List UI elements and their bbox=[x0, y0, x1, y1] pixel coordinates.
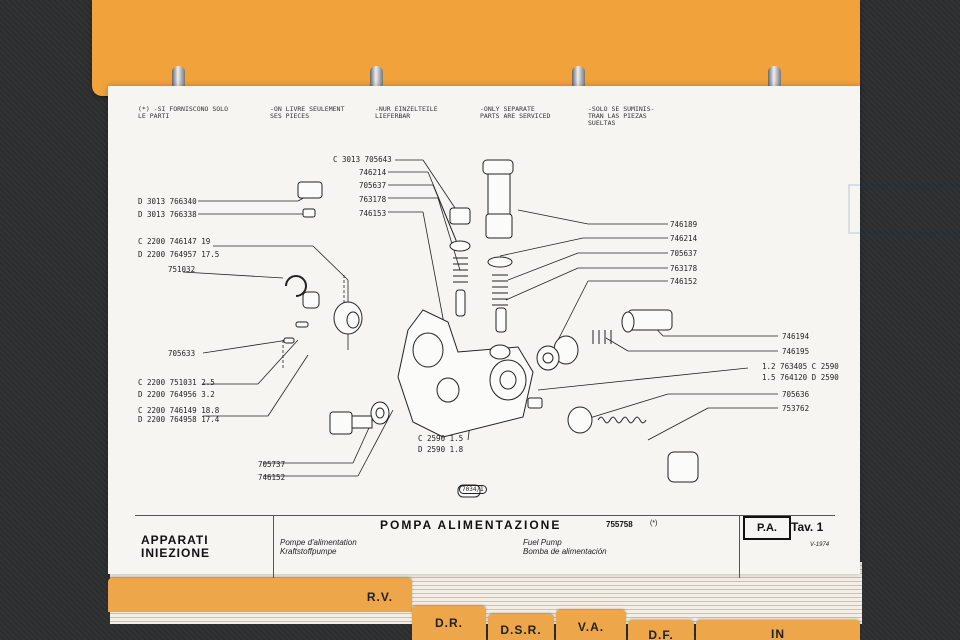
part-label: 746189 bbox=[670, 220, 698, 229]
section-name-line2: INIEZIONE bbox=[141, 546, 211, 560]
title-french: Pompe d'alimentation bbox=[280, 538, 357, 547]
binder-cover bbox=[92, 0, 860, 96]
part-title: POMPA ALIMENTAZIONE bbox=[380, 518, 562, 532]
section-code-box: P.A. bbox=[743, 516, 791, 540]
part-label: C 2200 746147 19 bbox=[138, 237, 211, 246]
exploded-parts-diagram bbox=[182, 159, 778, 498]
part-label: 1.5 764120 D 2590 bbox=[762, 373, 839, 382]
part-label: 705636 bbox=[782, 390, 810, 399]
part-label: 746195 bbox=[782, 347, 810, 356]
part-label: 746153 bbox=[359, 209, 387, 218]
section-name-line1: APPARATI bbox=[141, 533, 209, 547]
part-label: 1.2 763405 C 2590 bbox=[762, 362, 839, 371]
part-label: 746152 bbox=[258, 473, 286, 482]
section-box: APPARATI INIEZIONE bbox=[135, 516, 274, 578]
title-divider bbox=[739, 516, 740, 578]
header-note-en: -ONLY SEPARATE PARTS ARE SERVICED bbox=[480, 105, 551, 120]
part-label: 746214 bbox=[359, 168, 387, 177]
header-note-fr: -ON LIVRE SEULEMENT SES PIECES bbox=[270, 105, 345, 120]
title-block: APPARATI INIEZIONE POMPA ALIMENTAZIONE 7… bbox=[135, 515, 835, 578]
drawing-number: 7034/1 bbox=[459, 485, 487, 494]
part-note-mark: (*) bbox=[650, 520, 658, 527]
part-label: D 2200 764958 17.4 bbox=[138, 415, 220, 424]
show-through-box bbox=[848, 184, 960, 234]
part-label: 705637 bbox=[359, 181, 387, 190]
index-tab-va[interactable]: V.A. bbox=[556, 610, 626, 640]
index-tab-rv[interactable]: R.V. bbox=[108, 578, 412, 612]
part-label: 746152 bbox=[670, 277, 698, 286]
part-label: C 2590 1.5 bbox=[418, 434, 464, 443]
part-code: 755758 bbox=[606, 520, 633, 529]
part-label: 763178 bbox=[670, 264, 698, 273]
part-label: D 2590 1.8 bbox=[418, 445, 464, 454]
part-label: 753762 bbox=[782, 404, 810, 413]
part-label: 763178 bbox=[359, 195, 387, 204]
index-tab-dr[interactable]: D.R. bbox=[412, 606, 486, 640]
part-label: 746194 bbox=[782, 332, 810, 341]
part-label: C 2200 746149 18.8 bbox=[138, 406, 220, 415]
title-spanish: Bomba de alimentación bbox=[523, 547, 607, 556]
part-label: D 2200 764957 17.5 bbox=[138, 250, 220, 259]
binder-ring bbox=[572, 66, 585, 92]
binder-ring bbox=[370, 66, 383, 92]
part-label: C 3013 705643 bbox=[333, 155, 392, 164]
binder-ring bbox=[172, 66, 185, 92]
part-label: D 3013 766340 bbox=[138, 197, 197, 206]
index-tab-dsr[interactable]: D.S.R. bbox=[488, 614, 554, 640]
index-tab-df[interactable]: D.F. bbox=[628, 620, 694, 640]
header-note-es: -SOLO SE SUMINIS- TRAN LAS PIEZAS SUELTA… bbox=[588, 105, 655, 127]
part-label: 751032 bbox=[168, 265, 196, 274]
part-label: D 3013 766338 bbox=[138, 210, 197, 219]
part-label: 705737 bbox=[258, 460, 286, 469]
title-german: Kraftstoffpumpe bbox=[280, 547, 337, 556]
part-label: D 2200 764956 3.2 bbox=[138, 390, 215, 399]
revision-date: V-1974 bbox=[810, 542, 830, 548]
header-note-it: (*) -SI FORNISCONO SOLO LE PARTI bbox=[138, 105, 229, 120]
part-label: 705633 bbox=[168, 349, 196, 358]
index-tab-in[interactable]: IN bbox=[696, 620, 860, 640]
part-label: C 2200 751031 2.5 bbox=[138, 378, 215, 387]
binder-ring bbox=[768, 66, 781, 92]
plate-number: Tav. 1 bbox=[791, 520, 824, 534]
part-label: 746214 bbox=[670, 234, 698, 243]
part-label: 705637 bbox=[670, 249, 698, 258]
header-note-de: -NUR EINZELTEILE LIEFERBAR bbox=[375, 105, 438, 120]
title-english: Fuel Pump bbox=[523, 538, 562, 547]
